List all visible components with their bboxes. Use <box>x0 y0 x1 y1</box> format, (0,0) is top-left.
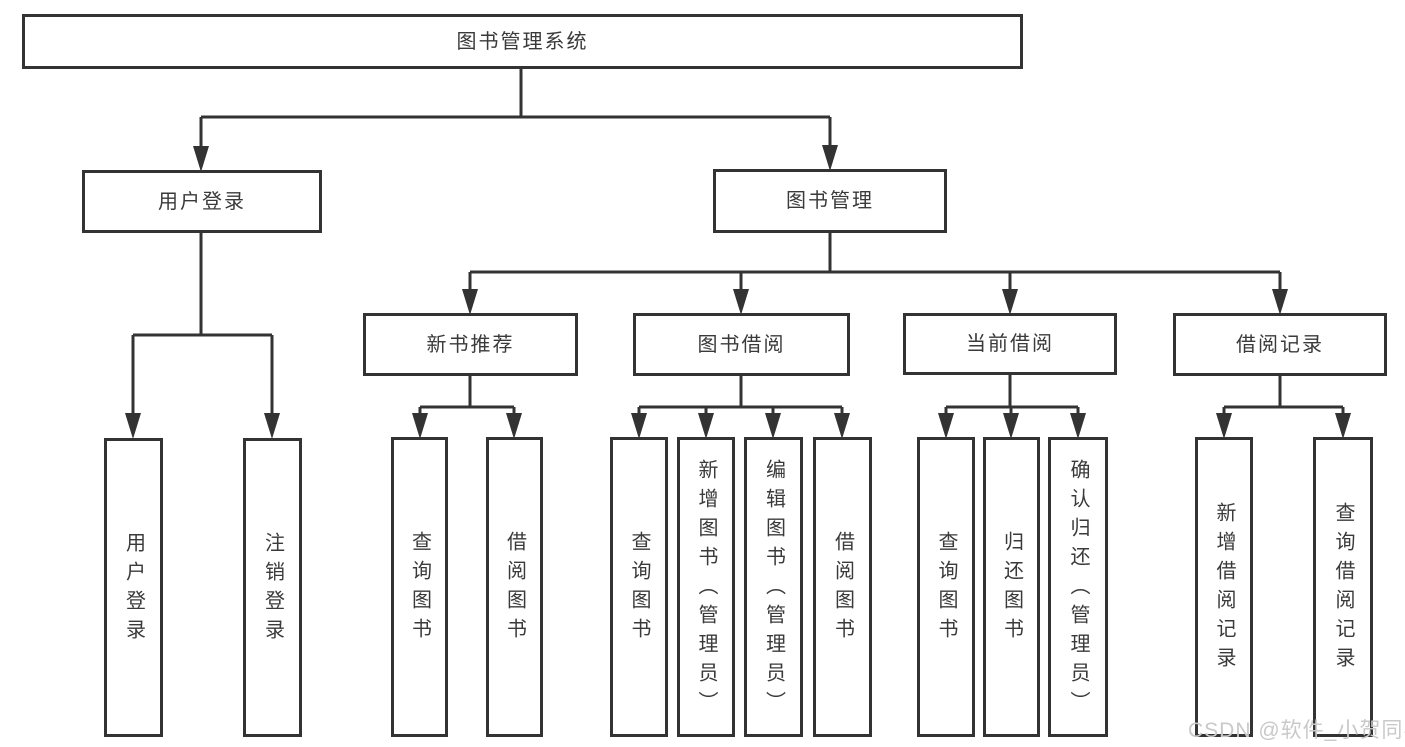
csdn-watermark: CSDN @软件_小贺同学 <box>1188 719 1405 742</box>
node-root: 图书管理系统 <box>22 14 1023 69</box>
node-borrow-records: 借阅记录 <box>1173 313 1387 376</box>
node-book-management: 图书管理 <box>713 169 947 233</box>
leaf-add-book-admin: 新增图书（管理员） <box>677 437 735 737</box>
node-book-borrow: 图书借阅 <box>633 313 850 376</box>
node-new-book-recommend: 新书推荐 <box>363 313 578 376</box>
leaf-add-borrow-record: 新增借阅记录 <box>1195 437 1253 737</box>
leaf-edit-book-admin: 编辑图书（管理员） <box>744 437 803 737</box>
leaf-logout: 注销登录 <box>243 438 302 737</box>
node-user-login: 用户登录 <box>82 170 322 233</box>
leaf-user-login: 用户登录 <box>104 438 163 737</box>
leaf-query-book-recommend: 查询图书 <box>391 437 448 737</box>
leaf-query-borrow-record: 查询借阅记录 <box>1313 437 1373 737</box>
leaf-borrow-book-recommend: 借阅图书 <box>486 437 543 737</box>
leaf-confirm-return-admin: 确认归还（管理员） <box>1048 437 1108 737</box>
leaf-query-book-current: 查询图书 <box>917 437 975 737</box>
leaf-query-book-borrow: 查询图书 <box>610 437 668 737</box>
node-current-borrow: 当前借阅 <box>903 313 1117 375</box>
leaf-borrow-book-borrow: 借阅图书 <box>813 437 872 737</box>
leaf-return-book: 归还图书 <box>983 437 1040 737</box>
